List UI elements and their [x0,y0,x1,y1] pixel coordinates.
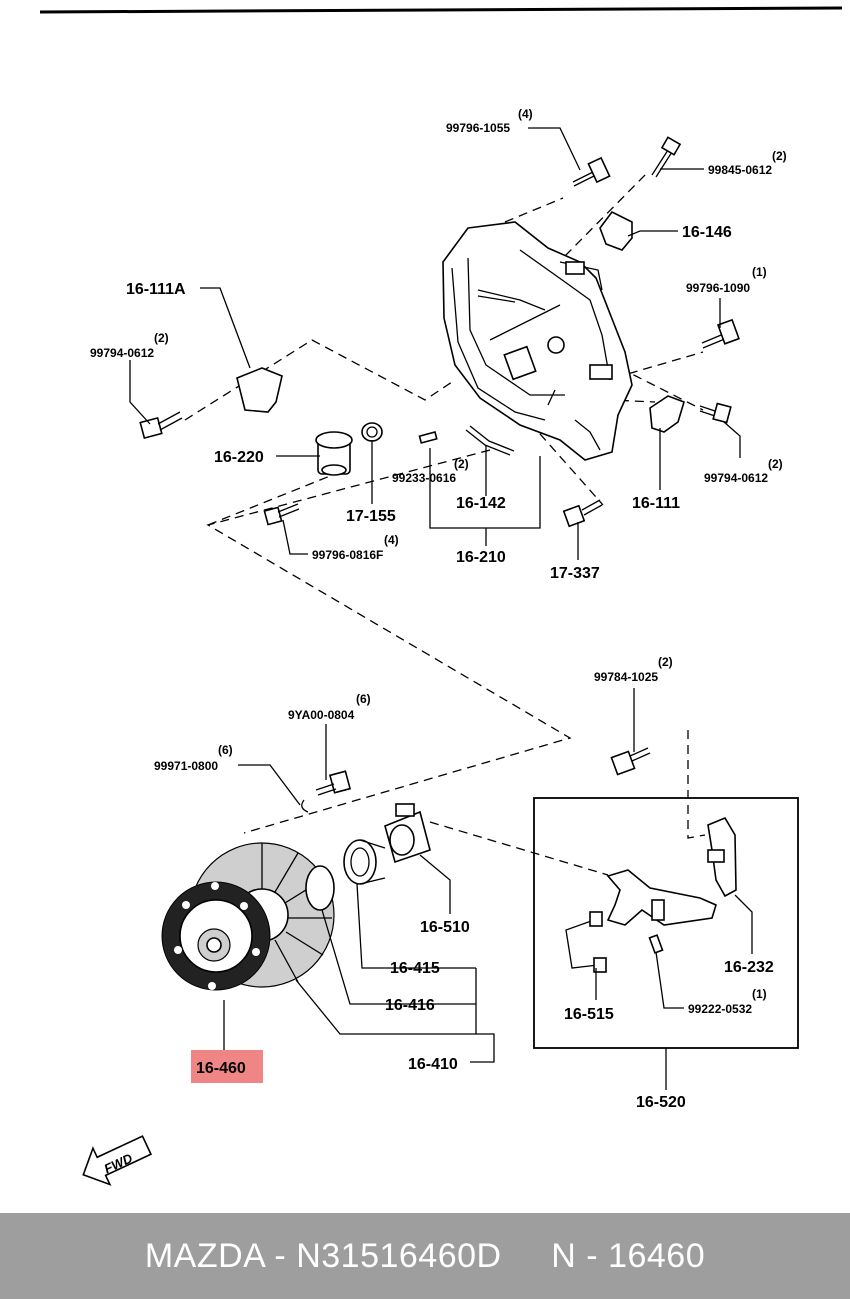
o-ring-16-416 [305,865,335,911]
bolt-99796-1055 [572,156,611,187]
label-17-155: 17-155 [346,508,396,525]
qty-99796-0816F: (4) [384,533,399,547]
label-99794-0612-right: 99794-0612 [704,471,768,485]
fwd-arrow-icon [82,1135,153,1186]
seal-17-155 [361,422,383,442]
qty-99796-1055: (4) [518,107,533,121]
leader-lines [129,127,753,1090]
cover-16-111A [236,367,283,413]
label-16-460-highlighted: 16-460 [196,1060,246,1077]
footer-bar: MAZDA - N31516460D N - 16460 [0,1213,850,1299]
bearing-collar-16-510 [384,803,431,864]
bracket-16-111 [649,395,685,433]
bolt-99784-1025 [610,747,651,776]
label-16-520: 16-520 [636,1094,686,1111]
spring-16-515 [565,911,607,973]
shaft-16-142 [465,425,515,456]
label-16-111A: 16-111A [126,281,186,298]
label-16-415: 16-415 [390,960,440,977]
qty-9YA00-0804: (6) [356,692,371,706]
cover-16-146 [599,210,633,251]
label-99784-1025: 99784-1025 [594,670,658,684]
bolt-17-337 [562,499,603,528]
pin-99233-0616 [418,431,438,444]
washer-99971-0800 [301,799,309,813]
qty-99794-0612-right: (2) [768,457,783,471]
qty-99796-1090: (1) [752,265,767,279]
label-16-142: 16-142 [456,495,506,512]
label-99845-0612: 99845-0612 [708,163,772,177]
pin-99222-0532 [648,934,664,954]
qty-99222-0532: (1) [752,987,767,1001]
label-99796-1090: 99796-1090 [686,281,750,295]
label-16-232: 16-232 [724,959,774,976]
label-99222-0532: 99222-0532 [688,1002,752,1016]
qty-99233-0616: (2) [454,457,469,471]
label-17-337: 17-337 [550,565,600,582]
bolt-99794-0612-right [699,402,732,424]
label-99794-0612-left: 99794-0612 [90,346,154,360]
label-99233-0616: 99233-0616 [392,471,456,485]
bolt-99796-1090 [701,318,740,349]
label-99796-1055: 99796-1055 [446,121,510,135]
label-16-510: 16-510 [420,919,470,936]
qty-99784-1025: (2) [658,655,673,669]
part-labels: (4) 99796-1055 (2) 99845-0612 16-146 16-… [90,107,787,1111]
sleeve-16-220 [315,431,353,476]
label-99796-0816F: 99796-0816F [312,548,383,562]
footer-part-number: MAZDA - N31516460D N - 16460 [144,1237,706,1275]
release-fork-16-520 [606,869,717,926]
label-16-111: 16-111 [632,495,680,512]
bolt-99796-0816F [263,503,300,526]
label-16-515: 16-515 [564,1006,614,1023]
clutch-parts-diagram: FWD (4) 99796-1055 (2) 99845-0612 16-146… [39,6,843,1186]
frame-top-line [39,6,843,14]
label-16-146: 16-146 [682,224,732,241]
label-16-210: 16-210 [456,549,506,566]
qty-99971-0800: (6) [218,743,233,757]
pivot-16-232 [707,816,737,898]
bolt-99845-0612 [651,136,682,178]
label-16-416: 16-416 [385,997,435,1014]
qty-99845-0612: (2) [772,149,787,163]
label-16-410: 16-410 [408,1056,458,1073]
label-16-220: 16-220 [214,449,264,466]
clutch-housing [442,221,633,461]
clutch-disc-16-460 [161,881,271,991]
highlighted-part-marker [191,1050,263,1083]
label-99971-0800: 99971-0800 [154,759,218,773]
qty-99794-0612-left: (2) [154,331,169,345]
release-bearing-16-415 [343,839,386,885]
bolt-99794-0612-left [139,411,183,440]
bolt-9YA00-0804 [315,770,352,796]
label-9YA00-0804: 9YA00-0804 [288,708,355,722]
